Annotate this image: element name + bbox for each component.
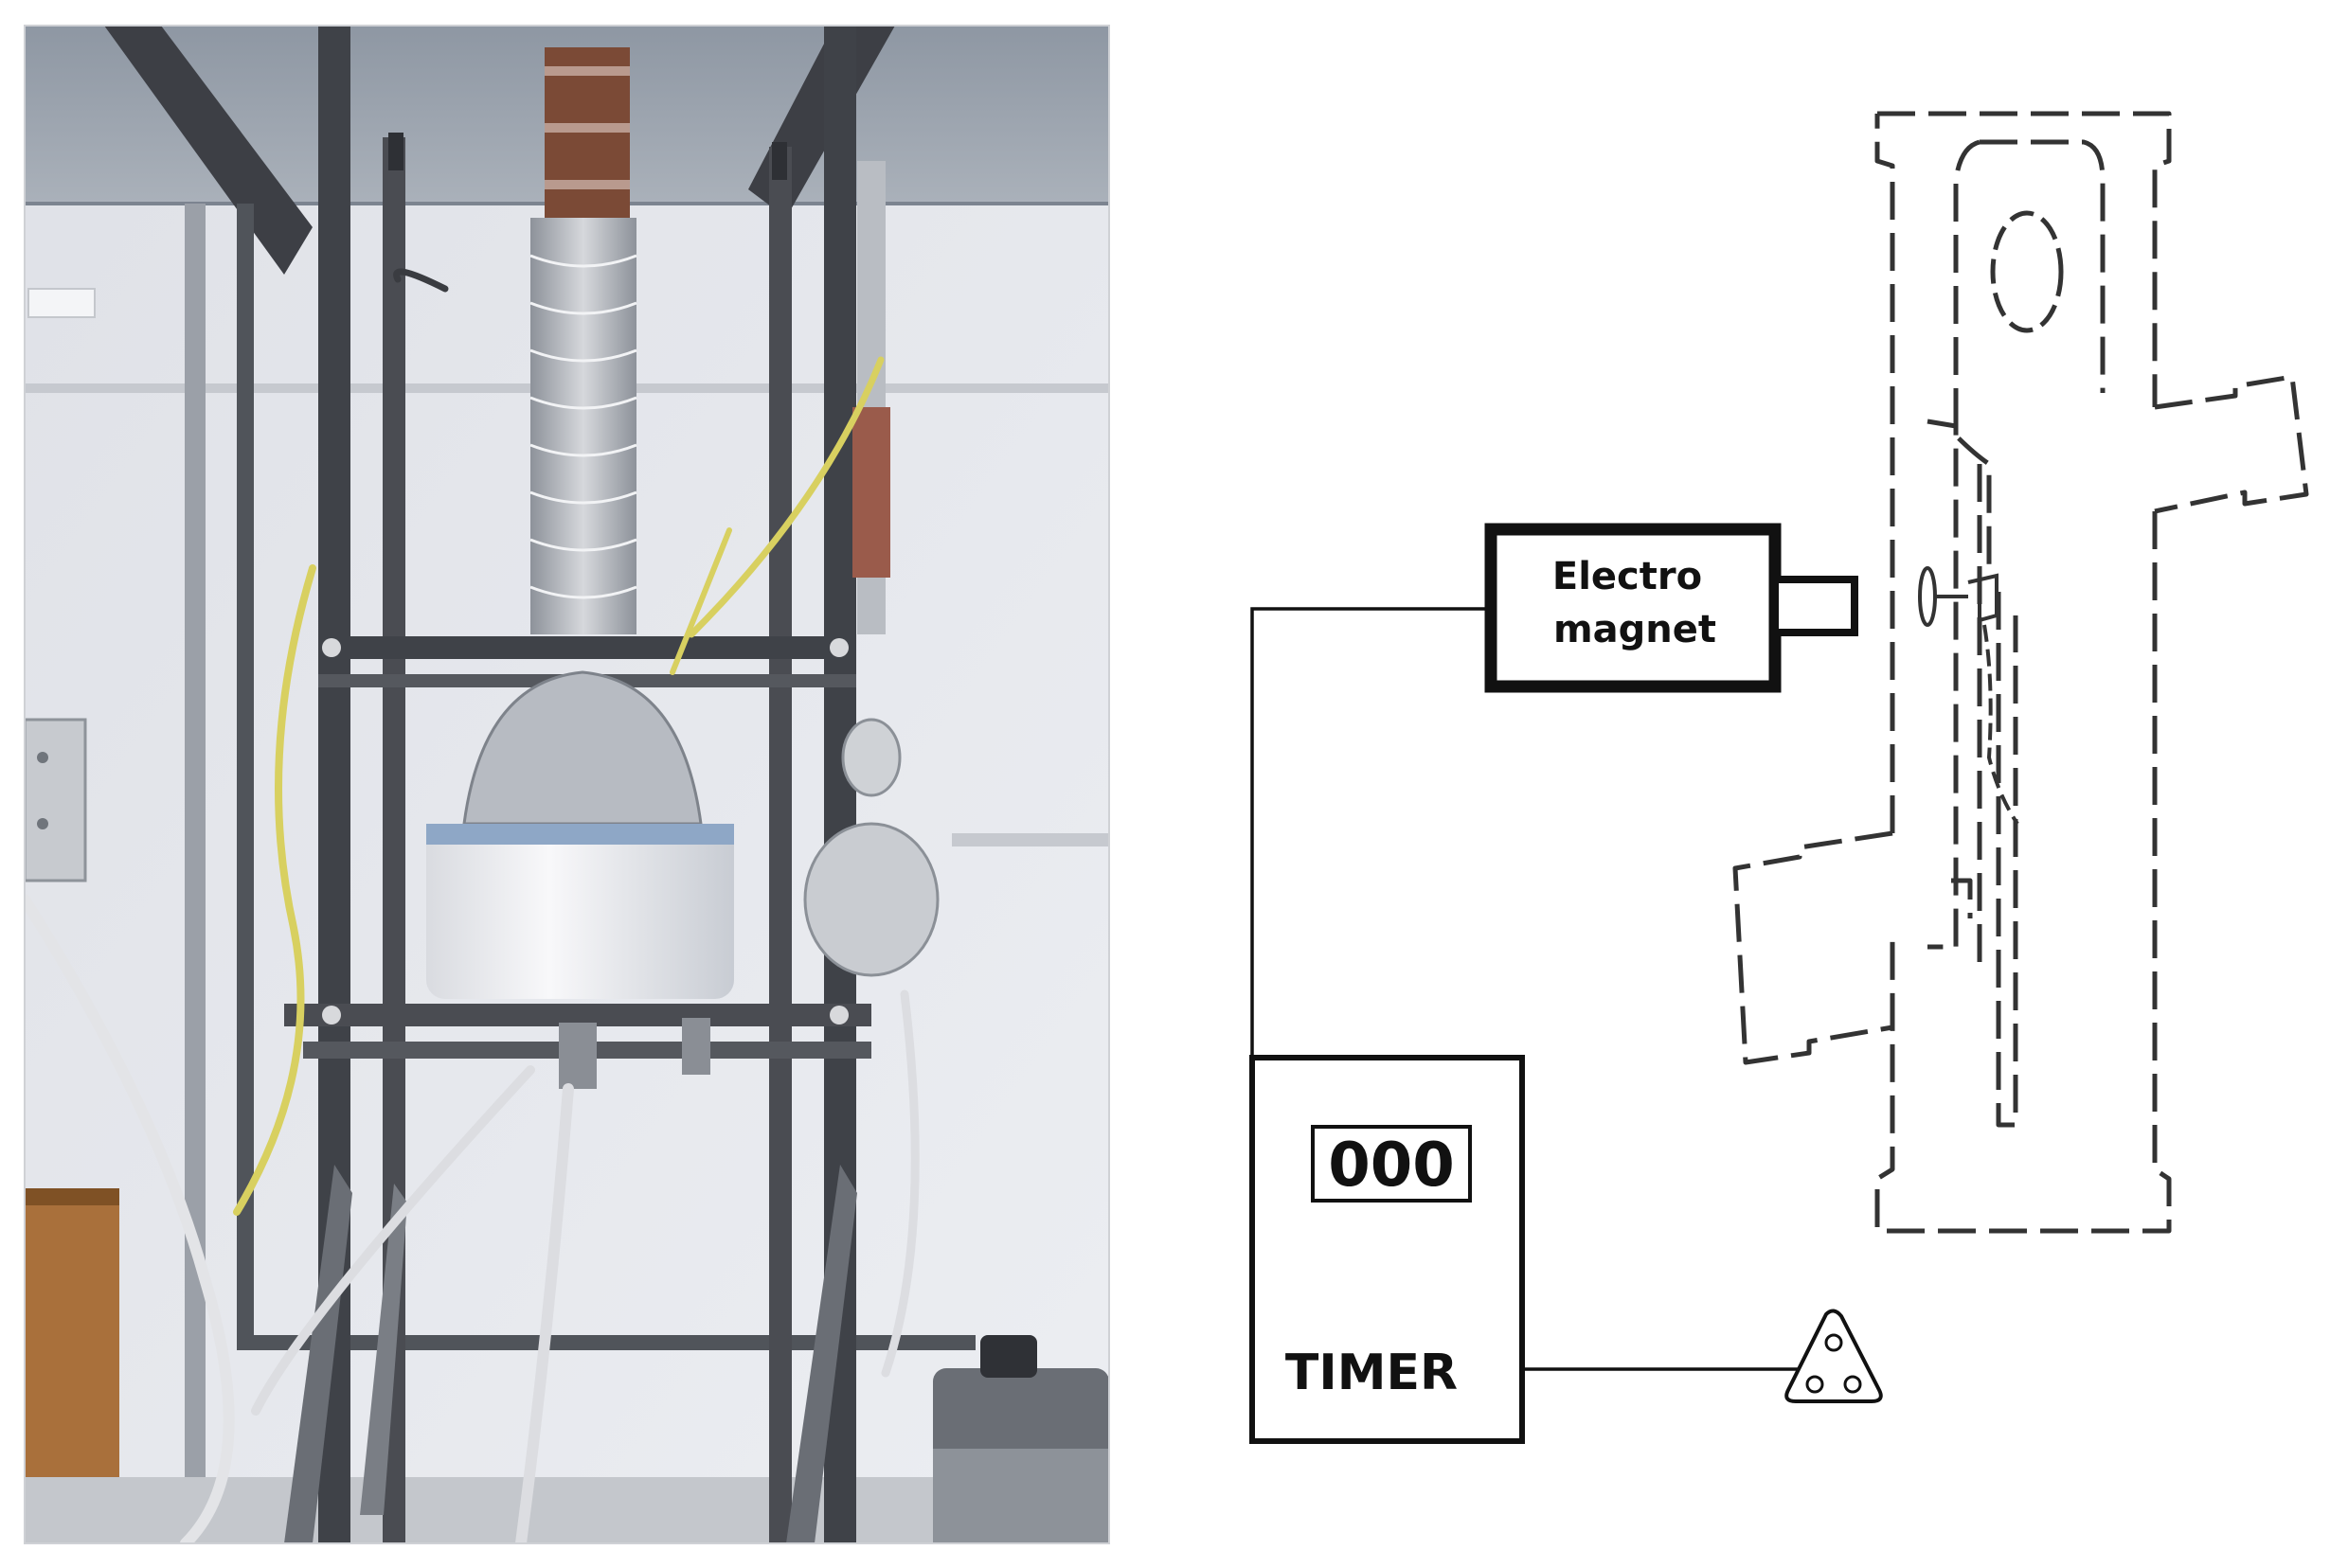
schematic-diagram: Electro magnet 000 TIMER [1249, 111, 2309, 1444]
reactor-outline [1732, 111, 2309, 1234]
apparatus-photo [24, 25, 1110, 1544]
armature-icon [1918, 566, 2019, 826]
triangular-sensor-icon [1784, 1309, 1883, 1403]
electromagnet-label-line2: magnet [1553, 608, 1716, 651]
wiring [1250, 607, 1800, 1371]
electromagnet-label-line1: Electro [1552, 555, 1702, 598]
timer-box: 000 TIMER [1249, 1055, 1525, 1444]
viewport-window [1990, 210, 2064, 333]
timer-label: TIMER [1285, 1345, 1458, 1401]
timer-display: 000 [1328, 1131, 1455, 1201]
electromagnet-box: Electro magnet [1484, 523, 1858, 693]
